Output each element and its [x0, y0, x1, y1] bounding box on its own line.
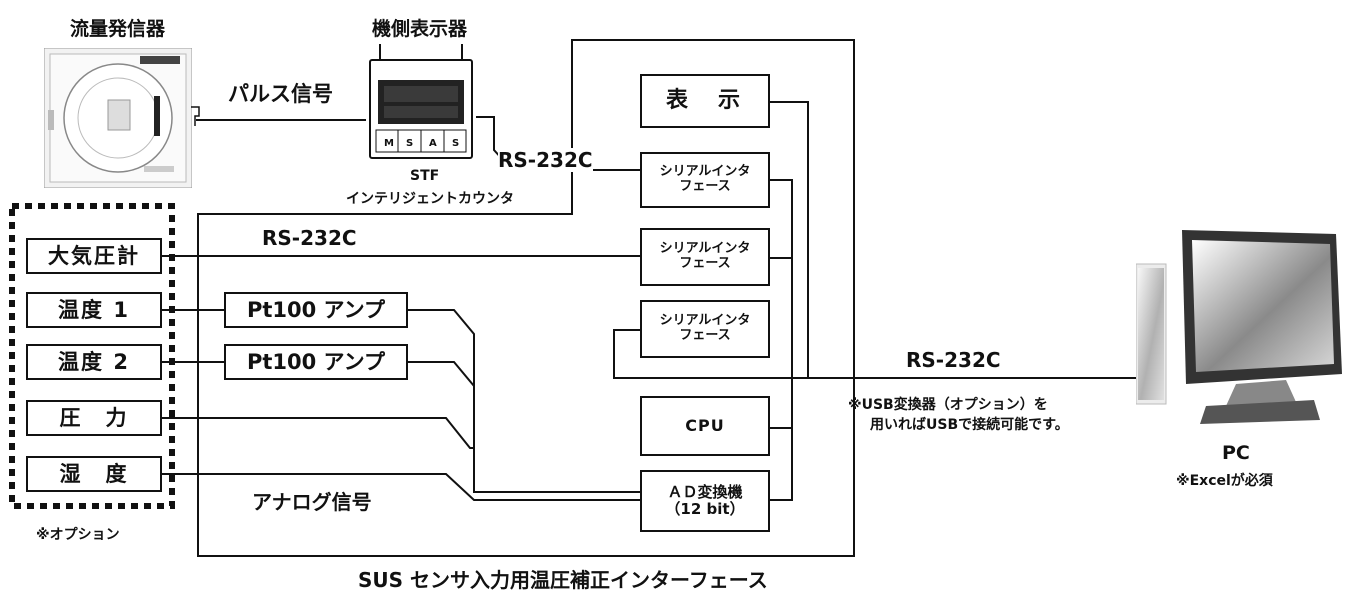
- sensor-pressure: 圧 力: [26, 400, 162, 436]
- serial-interface-2-line1: シリアルインタ: [659, 241, 751, 257]
- counter-key-s: S: [406, 138, 414, 149]
- serial-interface-2: シリアルインタ フェース: [640, 228, 770, 286]
- rs232c-counter-label: RS-232C: [498, 148, 593, 172]
- intelligent-counter-image: M S A S: [366, 44, 476, 160]
- sensor-humidity: 湿 度: [26, 456, 162, 492]
- counter-model-label: STF: [410, 168, 440, 184]
- flow-transmitter-label: 流量発信器: [70, 18, 166, 40]
- side-display-label: 機側表示器: [372, 18, 468, 40]
- ad-converter-line2: （12 bit）: [665, 500, 745, 518]
- counter-key-m: M: [384, 138, 394, 149]
- option-note: ※オプション: [36, 527, 120, 543]
- rs232c-barometer-label: RS-232C: [262, 226, 357, 250]
- serial-interface-1: シリアルインタ フェース: [640, 152, 770, 208]
- sensor-barometer: 大気圧計: [26, 238, 162, 274]
- counter-key-a: A: [429, 138, 437, 149]
- sensor-connector-icon: [188, 104, 202, 128]
- enclosure-notch: [198, 39, 854, 215]
- usb-note-line1: ※USB変換器（オプション）を: [848, 397, 1048, 413]
- analog-signal-label: アナログ信号: [252, 490, 372, 514]
- flow-transmitter-image: [43, 47, 193, 189]
- pulse-signal-label: パルス信号: [228, 82, 333, 106]
- sensor-temp-1: 温度 1: [26, 292, 162, 328]
- sensor-temp-2: 温度 2: [26, 344, 162, 380]
- ad-converter-line1: ＡＤ変換機: [667, 482, 743, 501]
- counter-key-s2: S: [452, 138, 460, 149]
- display-block: 表 示: [640, 74, 770, 128]
- usb-note-line2: 用いればUSBで接続可能です。: [870, 417, 1069, 433]
- pc-monitor-image: [1135, 224, 1346, 434]
- ad-converter-block: ＡＤ変換機 （12 bit）: [640, 470, 770, 532]
- serial-interface-1-line1: シリアルインタ: [659, 164, 751, 180]
- rs232c-pc-label: RS-232C: [906, 348, 1001, 372]
- pc-note: ※Excelが必須: [1176, 473, 1273, 489]
- counter-name-label: インテリジェントカウンタ: [346, 191, 514, 207]
- cpu-block: CPU: [640, 396, 770, 456]
- option-frame: [9, 203, 175, 509]
- pt100-amp-2: Pt100 アンプ: [224, 344, 408, 380]
- pc-label: PC: [1222, 442, 1250, 464]
- serial-interface-2-line2: フェース: [679, 256, 731, 271]
- serial-interface-3: シリアルインタ フェース: [640, 300, 770, 358]
- pt100-amp-1: Pt100 アンプ: [224, 292, 408, 328]
- serial-interface-3-line2: フェース: [679, 328, 731, 343]
- serial-interface-3-line1: シリアルインタ: [659, 313, 751, 329]
- interface-title: SUS センサ入力用温圧補正インターフェース: [358, 568, 768, 592]
- serial-interface-1-line2: フェース: [679, 179, 731, 194]
